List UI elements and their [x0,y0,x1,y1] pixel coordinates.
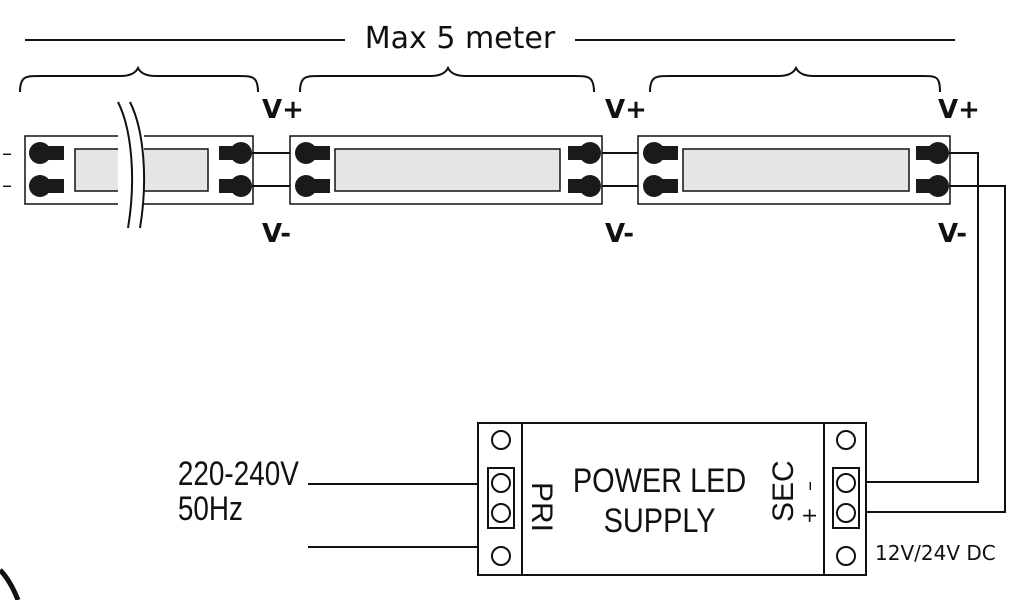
sec-minus-mark: – [797,481,821,491]
solder-pad [29,142,64,164]
psu-name-line1: POWER LED [573,461,746,500]
led-window [682,148,910,192]
sec-label: SEC [767,460,800,522]
corner-decoration [0,568,21,600]
led-strip-segment-3 [637,135,951,205]
vminus-label-3: V- [938,219,967,249]
solder-pad [219,142,252,164]
pri-label: PRI [525,482,558,532]
mounting-hole [491,546,511,566]
vplus-label-3: V+ [938,95,980,125]
led-window [334,148,561,192]
psu-name-line2: SUPPLY [604,501,716,540]
led-strip-segment-2 [289,135,603,205]
solder-pad [916,142,949,164]
mounting-hole [491,430,511,450]
strip-minus-mark-bottom: – [2,173,12,197]
segment-brace-1 [19,65,259,93]
wire-negative [866,152,979,483]
sec-plus-mark: + [797,507,821,524]
input-frequency-label: 50Hz [178,489,243,527]
solder-pad [295,175,330,197]
vplus-label-1: V+ [262,95,304,125]
solder-pad [643,175,678,197]
vminus-label-2: V- [605,219,634,249]
mounting-hole [836,546,856,566]
solder-pad [219,175,252,197]
output-voltage-label: 12V/24V DC [875,541,996,565]
mounting-hole [836,430,856,450]
solder-pad [643,142,678,164]
wire-positive [866,185,1006,513]
vminus-label-1: V- [262,219,291,249]
power-led-supply: POWER LED SUPPLY PRI SEC – + [477,422,867,576]
strip-minus-mark-top: – [2,141,12,165]
solder-pad [29,175,64,197]
segment-brace-3 [649,65,941,93]
solder-pad [568,142,601,164]
solder-pad [568,175,601,197]
cut-mark [117,100,146,230]
segment-brace-2 [299,65,595,93]
title-max-length: Max 5 meter [365,21,556,56]
solder-pad [916,175,949,197]
solder-pad [295,142,330,164]
input-voltage-label: 220-240V [178,454,299,492]
vplus-label-2: V+ [605,95,647,125]
